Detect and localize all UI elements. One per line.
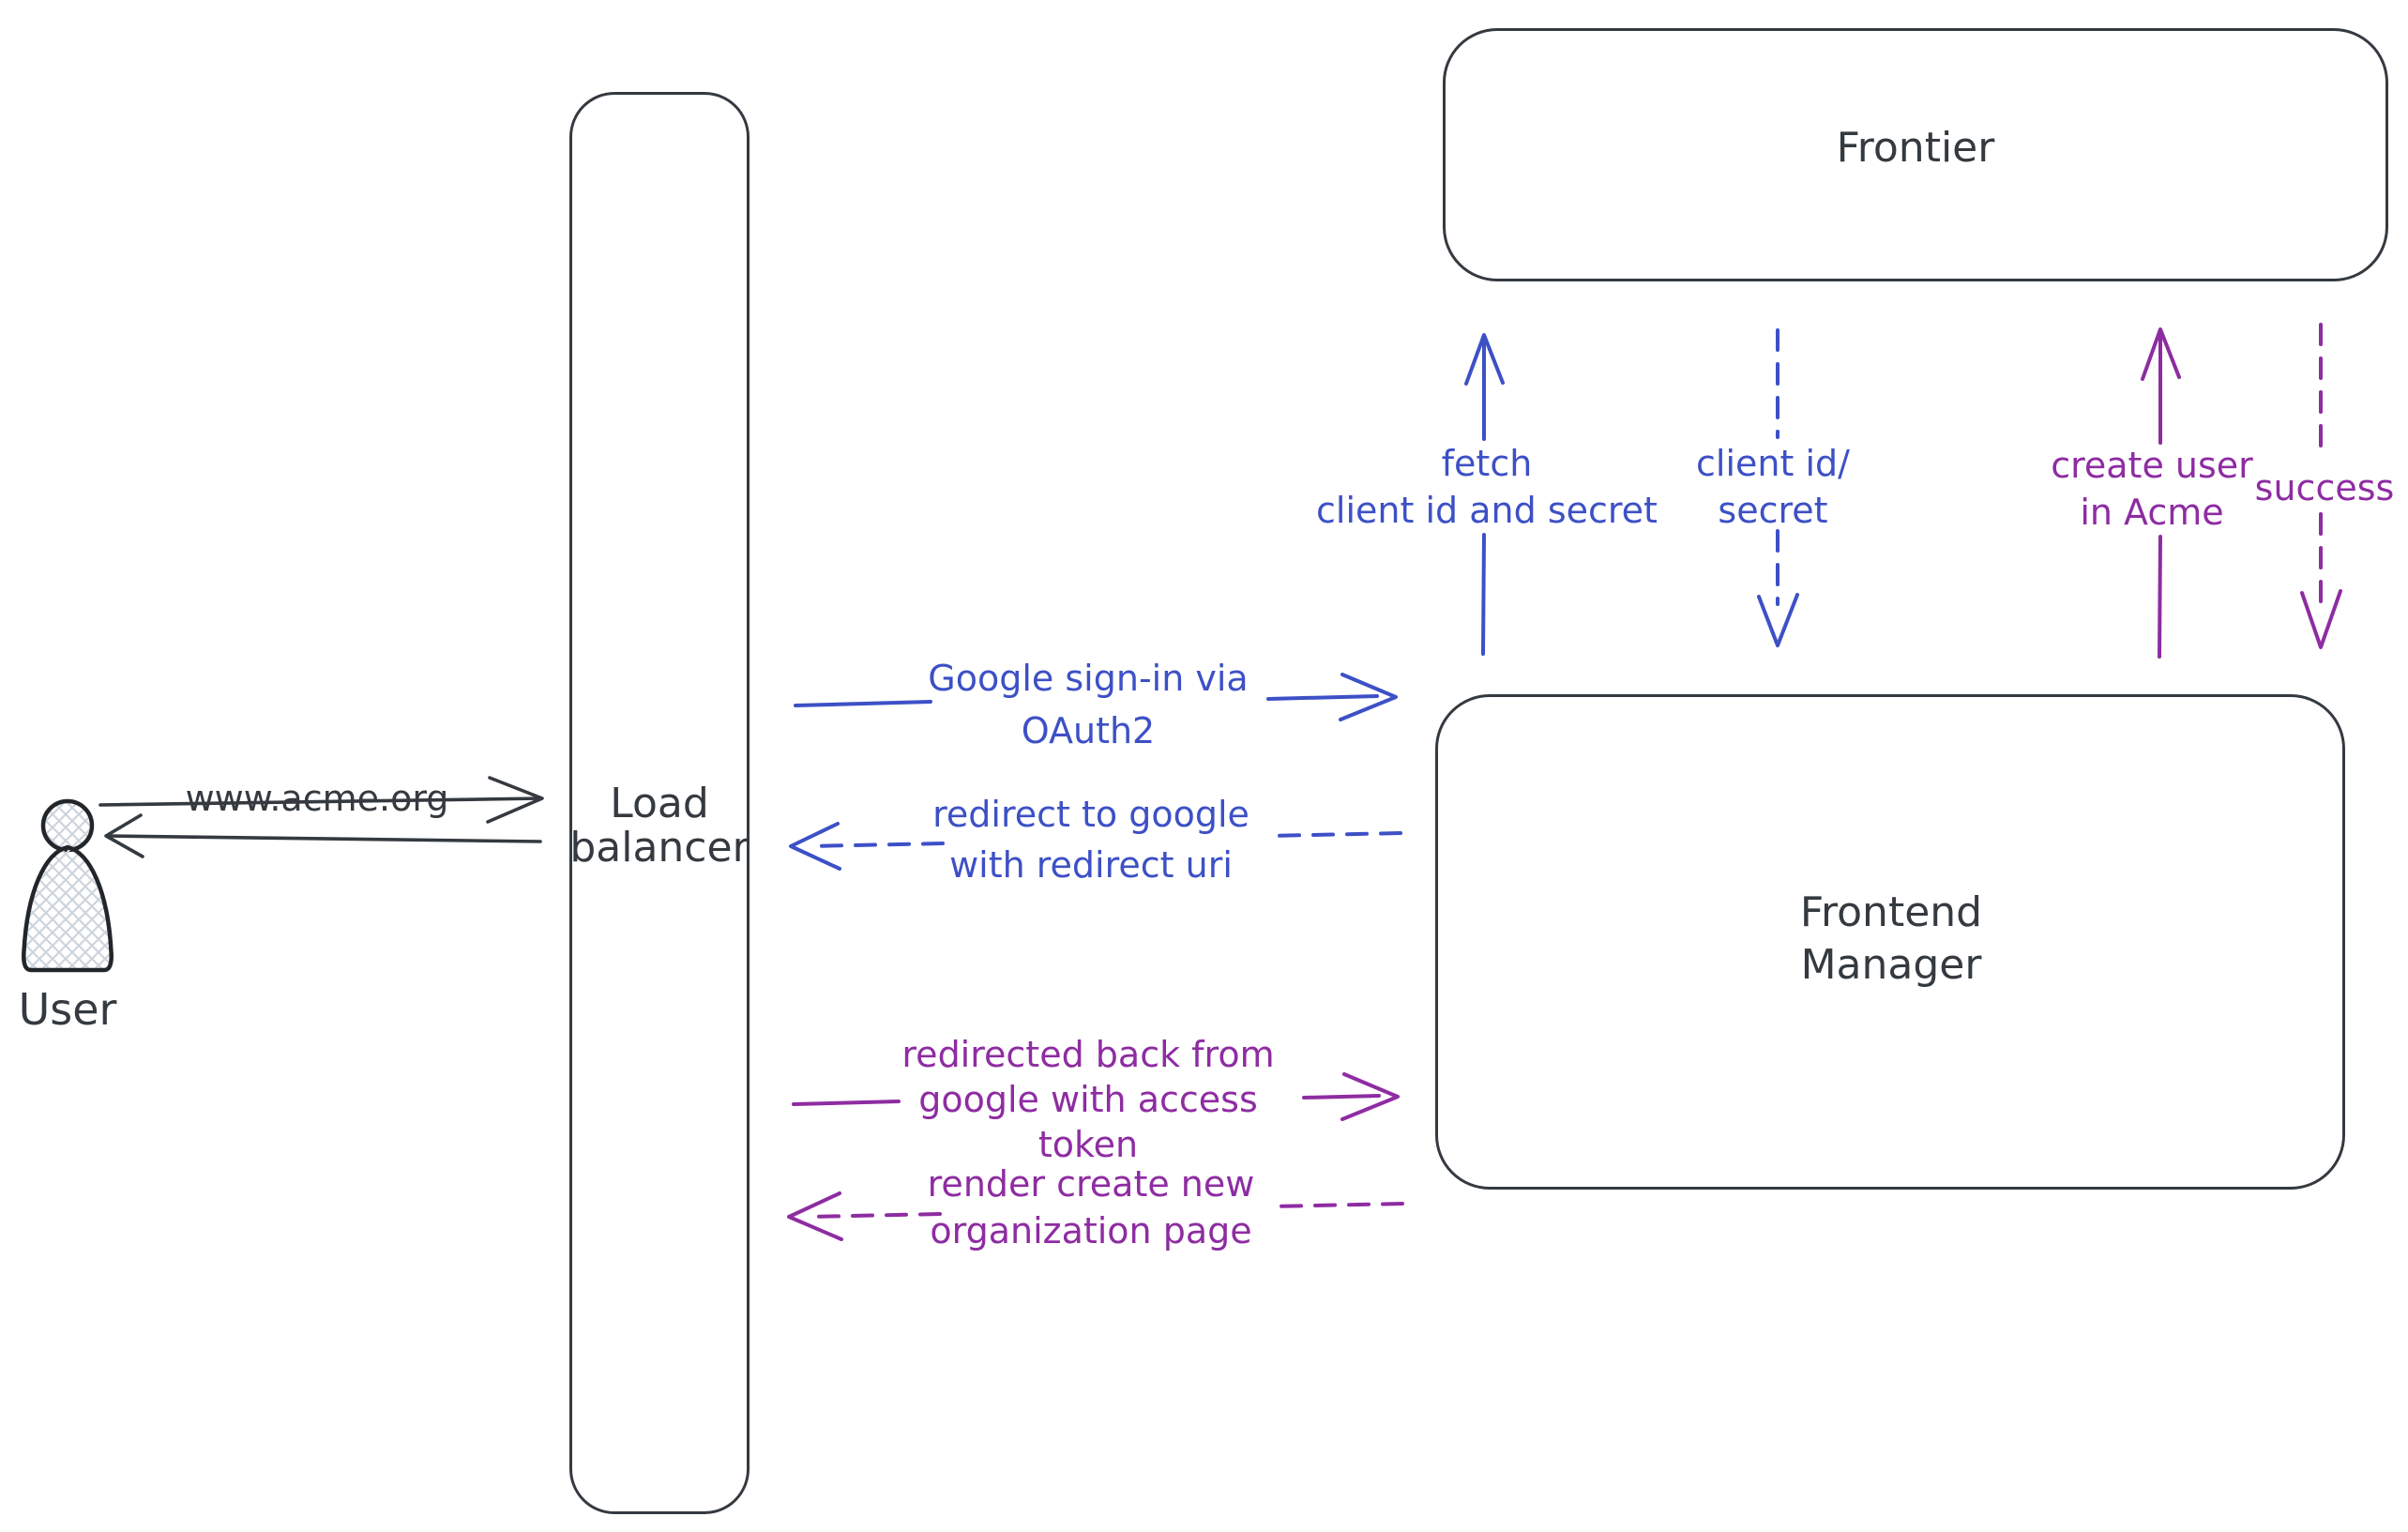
load-balancer-label: Load balancer xyxy=(569,780,750,872)
success-label: success xyxy=(2254,467,2395,508)
www-acme-label: www.acme.org xyxy=(185,778,449,819)
user-figure[interactable] xyxy=(22,798,114,973)
node-frontier[interactable] xyxy=(1443,28,2388,281)
node-load-balancer[interactable] xyxy=(569,92,750,1514)
user-label: User xyxy=(18,984,117,1035)
fetch-secret-label: fetch client id and secret xyxy=(1316,443,1658,531)
arrow-render-org-page[interactable] xyxy=(787,1191,1404,1241)
frontier-label: Frontier xyxy=(1836,124,1995,172)
redirected-back-label: redirected back from google with access … xyxy=(901,1034,1275,1165)
arrow-lb-to-user[interactable] xyxy=(104,813,542,858)
create-user-label: create user in Acme xyxy=(2051,445,2253,533)
arrow-user-to-lb[interactable] xyxy=(98,776,544,824)
arrow-redirected-back[interactable] xyxy=(792,1072,1400,1121)
arrow-client-id-secret[interactable] xyxy=(1757,328,1799,647)
arrow-create-user[interactable] xyxy=(2141,327,2181,659)
arrow-google-signin[interactable] xyxy=(794,673,1398,721)
node-frontend-manager[interactable] xyxy=(1435,694,2345,1190)
frontend-manager-label: Frontend Manager xyxy=(1799,888,1983,989)
client-id-secret-label: client id/ secret xyxy=(1696,443,1850,531)
arrow-redirect-google[interactable] xyxy=(789,822,1402,871)
redirect-google-label: redirect to google with redirect uri xyxy=(932,794,1249,886)
google-signin-label: Google sign-in via OAuth2 xyxy=(928,658,1249,751)
arrow-fetch-secret[interactable] xyxy=(1464,333,1505,656)
render-org-page-label: render create new organization page xyxy=(927,1163,1255,1251)
arrow-success[interactable] xyxy=(2300,323,2342,649)
